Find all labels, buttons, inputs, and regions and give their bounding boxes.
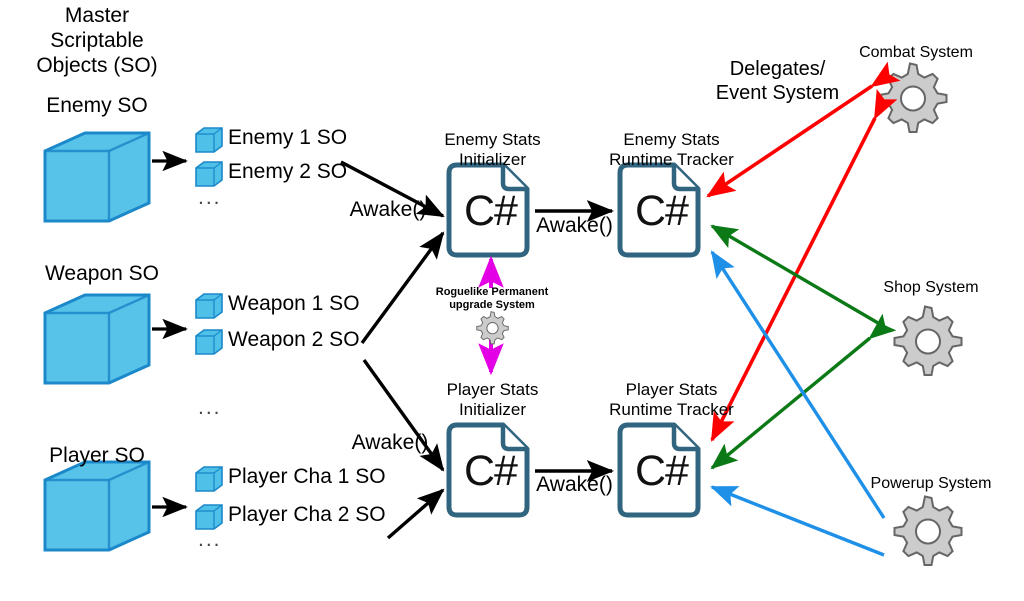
csharp-glyph-player-tracker: C# bbox=[635, 447, 689, 495]
cube-weapon-so bbox=[43, 293, 151, 385]
gear-shop-system bbox=[893, 305, 963, 376]
script-title-player-stats-initializer: Player Stats Initializer bbox=[446, 380, 539, 420]
list-item-enemy-1: Enemy 1 SO bbox=[228, 126, 348, 149]
cube-weapon-1 bbox=[195, 293, 223, 319]
awake-label-player-in: Awake() bbox=[351, 431, 429, 454]
csharp-glyph-player-init: C# bbox=[464, 447, 518, 495]
list-item-player-cha-2: Player Cha 2 SO bbox=[228, 503, 386, 526]
cube-player-so bbox=[43, 460, 151, 552]
ellipsis-enemy: ... bbox=[198, 186, 222, 209]
cube-enemy-2 bbox=[195, 161, 223, 187]
csharp-glyph-enemy-tracker: C# bbox=[635, 187, 689, 235]
awake-label-player-chain: Awake() bbox=[536, 473, 613, 496]
system-label-combat: Combat System bbox=[859, 44, 973, 61]
group-label-enemy-so: Enemy SO bbox=[46, 94, 148, 117]
gear-powerup-system bbox=[893, 495, 963, 566]
ellipsis-player: ... bbox=[198, 528, 222, 551]
cube-enemy-1 bbox=[195, 127, 223, 153]
awake-label-enemy-in: Awake() bbox=[349, 198, 427, 221]
script-title-player-stats-runtime-tracker: Player Stats Runtime Tracker bbox=[609, 380, 734, 420]
system-label-powerup: Powerup System bbox=[870, 475, 992, 492]
awake-label-enemy-chain: Awake() bbox=[536, 214, 613, 237]
list-item-enemy-2: Enemy 2 SO bbox=[228, 160, 348, 183]
cube-weapon-2 bbox=[195, 329, 223, 355]
master-so-title: Master Scriptable Objects (SO) bbox=[36, 4, 158, 77]
cube-enemy-so bbox=[43, 131, 151, 223]
list-item-player-cha-1: Player Cha 1 SO bbox=[228, 465, 386, 488]
arrow-shop-to-enemy-tracker bbox=[710, 224, 891, 332]
group-label-player-so: Player SO bbox=[49, 444, 145, 467]
script-title-enemy-stats-initializer: Enemy Stats Initializer bbox=[444, 130, 541, 170]
script-title-enemy-stats-runtime-tracker: Enemy Stats Runtime Tracker bbox=[609, 130, 734, 170]
cube-player-cha-1 bbox=[195, 466, 223, 492]
gear-combat-system bbox=[878, 62, 948, 133]
upgrade-system-label: Roguelike Permanent upgrade System bbox=[435, 286, 549, 311]
system-label-shop: Shop System bbox=[883, 279, 979, 296]
csharp-glyph-enemy-init: C# bbox=[464, 187, 518, 235]
list-item-weapon-2: Weapon 2 SO bbox=[228, 328, 360, 351]
ellipsis-weapon: ... bbox=[198, 396, 222, 419]
gear-upgrade-system bbox=[476, 311, 509, 345]
arrow-powerup-to-player-tracker bbox=[710, 485, 885, 557]
group-label-weapon-so: Weapon SO bbox=[44, 262, 159, 285]
delegates-event-system-label: Delegates/ Event System bbox=[715, 58, 840, 104]
cube-player-cha-2 bbox=[195, 504, 223, 530]
list-item-weapon-1: Weapon 1 SO bbox=[228, 292, 360, 315]
